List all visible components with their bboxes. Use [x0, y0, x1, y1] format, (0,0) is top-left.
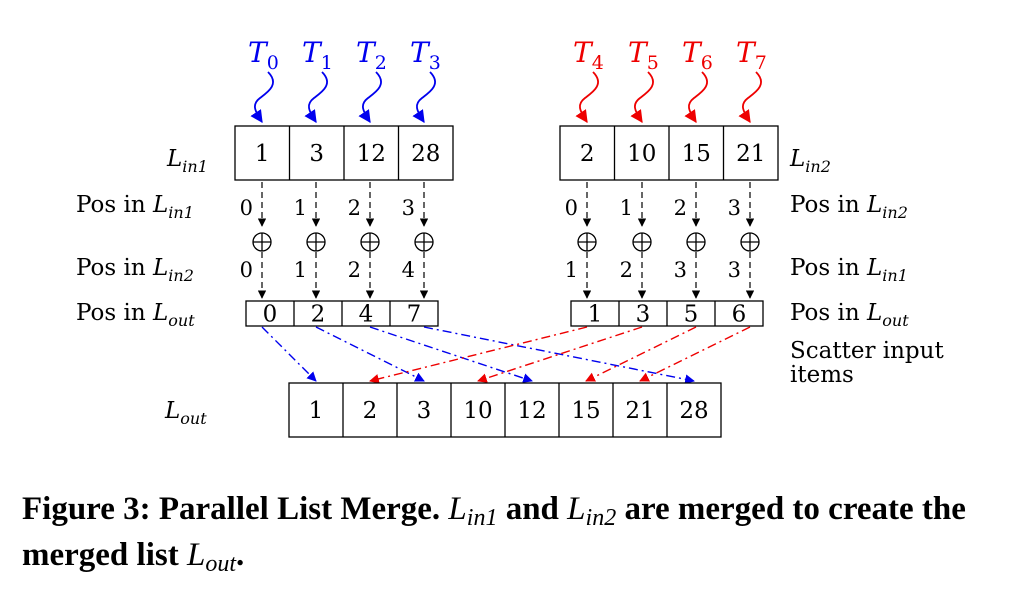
lin2-cell-value: 15 [682, 141, 711, 167]
right-position-columns: 0 1 1 2 2 3 3 3 [565, 182, 760, 299]
right-pos-out-label: Pos in Lout [790, 300, 909, 330]
right-pos-other-label: Pos in Lin1 [790, 255, 908, 285]
pos-self-value: 0 [240, 196, 253, 220]
pos-other-value: 3 [728, 258, 741, 282]
scatter-arrow [369, 326, 588, 384]
right-pos-self-label: Pos in Lin2 [790, 192, 908, 222]
lin2-cell-value: 21 [736, 141, 765, 167]
left-pos-out-label: Pos in Lout [76, 300, 195, 330]
pos-self-value: 1 [294, 196, 307, 220]
scatter-arrow [585, 326, 697, 382]
pos-self-value: 0 [565, 196, 578, 220]
left-position-columns: 0 0 1 1 2 2 3 4 [240, 182, 434, 299]
thread-label: T3 [410, 36, 441, 74]
left-pos-self-label: Pos in Lin1 [76, 192, 194, 222]
lout-cell-value: 21 [625, 398, 654, 424]
lout-cell-value: 15 [571, 398, 600, 424]
lout-cell-value: 3 [417, 398, 432, 424]
lout-cell-value: 10 [463, 398, 492, 424]
pos-other-value: 1 [294, 258, 307, 282]
lin2-cell-value: 2 [580, 141, 595, 167]
pos-out-value: 6 [732, 302, 747, 328]
pos-self-value: 1 [620, 196, 633, 220]
list-lin1: 1 3 12 28 [234, 125, 454, 181]
figure-caption: Figure 3: Parallel List Merge. Lin1 and … [22, 486, 1017, 578]
lout-cell-value: 12 [517, 398, 546, 424]
lin1-cell-value: 3 [309, 141, 324, 167]
caption-middle: are merged to create the merged list [22, 491, 966, 573]
caption-lin1: Lin1 [448, 491, 498, 531]
pos-other-value: 3 [674, 258, 687, 282]
thread-group-2: T4 T5 T6 T7 [573, 36, 767, 124]
pos-out-value: 4 [359, 302, 374, 328]
pos-other-value: 0 [240, 258, 253, 282]
pos-out-value: 0 [263, 302, 278, 328]
lin1-label: Lin1 [166, 146, 208, 176]
thread-arrow [304, 71, 328, 124]
pos-other-value: 1 [565, 258, 578, 282]
thread-group-1: T0 T1 T2 T3 [248, 36, 441, 124]
left-pos-out-box: 0 2 4 7 [245, 300, 439, 328]
lout-label: Lout [164, 398, 207, 428]
thread-label: T0 [248, 36, 279, 74]
caption-prefix: Figure 3: Parallel List Merge. [22, 491, 441, 527]
scatter-arrow [369, 326, 533, 383]
scatter-label-line1: Scatter input [790, 338, 944, 364]
pos-self-value: 2 [674, 196, 687, 220]
lout-cell-value: 2 [363, 398, 378, 424]
thread-arrow [684, 71, 708, 124]
caption-end: . [235, 537, 245, 573]
left-pos-other-label: Pos in Lin2 [76, 255, 194, 285]
thread-arrow [358, 71, 382, 124]
scatter-arrow [423, 326, 695, 385]
lin1-cell-value: 12 [357, 141, 386, 167]
pos-out-value: 1 [588, 302, 603, 328]
right-pos-out-box: 1 3 5 6 [570, 300, 764, 328]
scatter-arrow [261, 326, 317, 382]
scatter-arrow [639, 326, 751, 382]
pos-out-value: 7 [407, 302, 422, 328]
pos-other-value: 2 [348, 258, 361, 282]
list-lin2: 2 10 15 21 [559, 125, 779, 181]
pos-out-value: 3 [636, 302, 651, 328]
thread-arrow [412, 71, 436, 124]
thread-arrow [630, 71, 654, 124]
lout-cell-value: 28 [679, 398, 708, 424]
thread-label: T1 [302, 36, 333, 74]
lout-cell-value: 1 [309, 398, 324, 424]
thread-label: T4 [573, 36, 604, 74]
thread-label: T2 [356, 36, 387, 74]
thread-arrow [575, 71, 599, 124]
pos-self-value: 2 [348, 196, 361, 220]
thread-label: T7 [736, 36, 767, 74]
caption-lin2: Lin2 [567, 491, 617, 531]
pos-other-value: 2 [620, 258, 633, 282]
thread-arrow [738, 71, 762, 124]
thread-label: T5 [628, 36, 659, 74]
lin1-cell-value: 1 [255, 141, 270, 167]
pos-out-value: 2 [311, 302, 326, 328]
lin2-cell-value: 10 [627, 141, 656, 167]
pos-self-value: 3 [402, 196, 415, 220]
scatter-arrow [315, 326, 425, 382]
lin2-label: Lin2 [789, 146, 831, 176]
pos-other-value: 4 [402, 258, 415, 282]
thread-label: T6 [682, 36, 713, 74]
pos-self-value: 3 [728, 196, 741, 220]
caption-and: and [505, 491, 559, 527]
scatter-arrows [261, 326, 751, 385]
lin1-cell-value: 28 [411, 141, 440, 167]
pos-out-value: 5 [684, 302, 699, 328]
thread-arrow [250, 71, 274, 124]
scatter-label-line2: items [790, 362, 854, 388]
caption-lout: Lout [186, 537, 236, 577]
